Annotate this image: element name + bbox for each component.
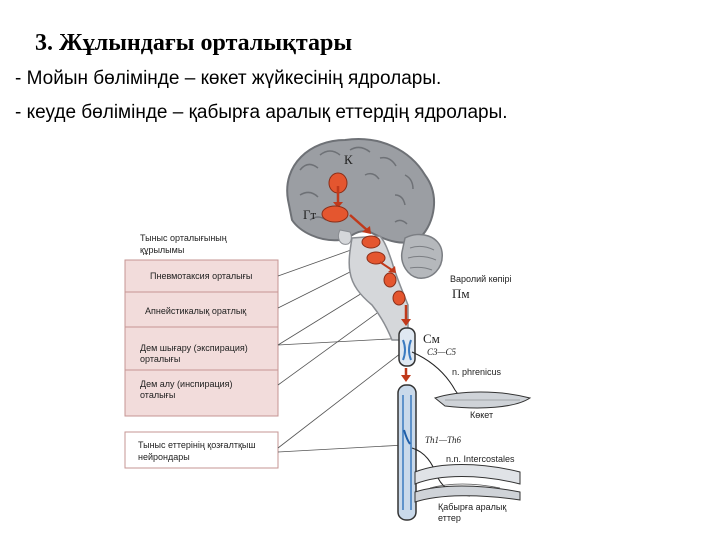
label-pm: Пм bbox=[452, 286, 470, 301]
legend-apneustic: Апнейстикалық оратлық bbox=[145, 306, 246, 316]
legend-expiration-line1: Дем шығару (экспирация) bbox=[140, 343, 248, 353]
label-th-range: Th1—Th6 bbox=[425, 435, 462, 445]
spinal-cord bbox=[397, 327, 417, 521]
label-varolii: Варолий көпірі bbox=[450, 274, 511, 284]
legend-header-line1: Тыныс орталығының bbox=[140, 233, 227, 243]
intercostal-muscles bbox=[414, 464, 521, 503]
legend-inspiration-line1: Дем алу (инспирация) bbox=[140, 379, 233, 389]
label-intercostales: n.n. Intercostales bbox=[446, 454, 515, 464]
legend-motor-line1: Тыныс еттерінің қозғалтқыш bbox=[138, 440, 256, 450]
label-hypothalamus: Гт bbox=[303, 207, 317, 222]
label-intercostal-muscles-line1: Қабырға аралық bbox=[438, 502, 506, 512]
legend-pneumotaxic: Пневмотаксия орталығы bbox=[150, 271, 252, 281]
label-intercostal-muscles-line2: еттер bbox=[438, 513, 461, 523]
bullet-cervical: - Мойын бөлімінде – көкет жүйкесінің ядр… bbox=[15, 68, 442, 89]
nuclei-and-arrows bbox=[321, 172, 411, 382]
label-diaphragm: Көкет bbox=[470, 410, 493, 420]
legend-panel bbox=[124, 259, 279, 417]
legend-inspiration-line2: оталығы bbox=[140, 390, 175, 400]
label-cortex: К bbox=[344, 152, 353, 167]
legend-motor-box bbox=[124, 431, 279, 469]
label-c-range: C3—C5 bbox=[427, 347, 457, 357]
legend-header-line2: құрылымы bbox=[140, 245, 184, 255]
legend-motor-line2: нейрондары bbox=[138, 452, 190, 462]
legend-expiration-line2: орталығы bbox=[140, 354, 180, 364]
label-sm: См bbox=[423, 331, 440, 346]
label-phrenicus: n. phrenicus bbox=[452, 367, 502, 377]
diaphragm-muscle bbox=[433, 391, 532, 409]
slide-title: 3. Жұлындағы орталықтары bbox=[35, 30, 353, 56]
bullet-thoracic: - кеуде бөлімінде – қабырға аралық еттер… bbox=[15, 102, 508, 123]
